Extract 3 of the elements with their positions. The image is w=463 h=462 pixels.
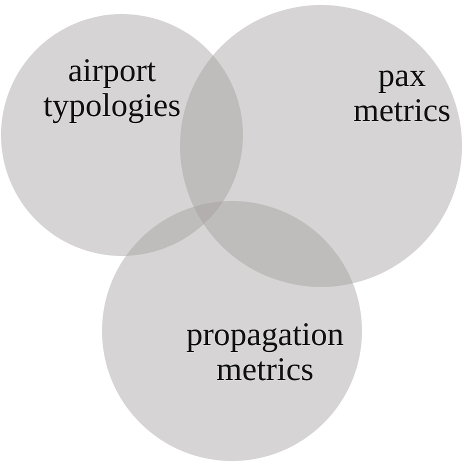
circle-label: propagation metrics xyxy=(185,318,345,388)
circle-label: pax metrics xyxy=(352,59,452,128)
circle-label: airport typologies xyxy=(42,54,182,124)
